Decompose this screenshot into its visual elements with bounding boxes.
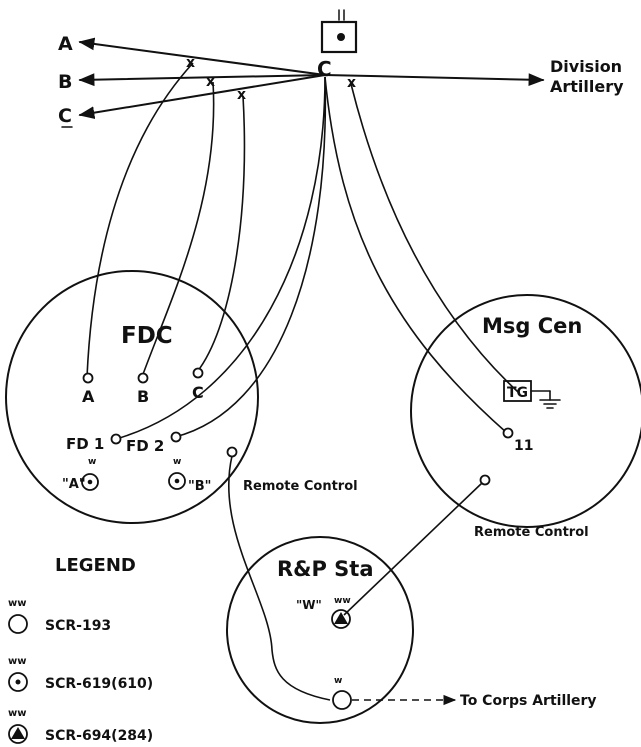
- remote-control-line-msgcen: [343, 482, 483, 616]
- svg-text:ww: ww: [8, 708, 26, 719]
- svg-text:ww: ww: [8, 598, 26, 609]
- remote-control-line-fdc: [227, 455, 331, 701]
- svg-text:x: x: [186, 55, 195, 71]
- rp-circle: [226, 536, 414, 724]
- radio-a-label: "A": [62, 477, 86, 492]
- svg-text:TG: TG: [507, 385, 528, 401]
- jack-c-label: C: [192, 383, 204, 402]
- jack-a: [82, 372, 94, 384]
- radio-a-icon: w: [81, 457, 99, 491]
- triangle-circle-antenna-icon: ww: [8, 708, 28, 744]
- radio-w-label: "W": [296, 598, 322, 612]
- circle-antenna-icon: ww: [8, 598, 28, 634]
- trunk-label-c: C: [58, 105, 72, 127]
- jack-fd2: [170, 431, 182, 443]
- fd2-label: FD 2: [126, 437, 164, 455]
- trunk-label-b: B: [58, 71, 72, 93]
- remote-control-jack-msgcen: [479, 474, 491, 486]
- jack-11: [502, 427, 514, 439]
- svg-text:x: x: [206, 74, 215, 90]
- jack-fd1: [110, 433, 122, 445]
- svg-text:w: w: [173, 457, 181, 467]
- remote-control-label-fdc: Remote Control: [243, 479, 358, 494]
- fdc-title: FDC: [121, 323, 173, 349]
- svg-text:w: w: [334, 676, 342, 686]
- jack-b-label: B: [137, 387, 149, 406]
- legend-item-1-label: SCR-193: [45, 618, 111, 634]
- division-artillery-line1: Division: [550, 57, 622, 76]
- switchboard-symbol: [320, 9, 358, 54]
- svg-text:w: w: [88, 457, 96, 467]
- svg-text:x: x: [347, 75, 356, 91]
- division-artillery-line2: Artillery: [550, 77, 624, 96]
- radio-w-triangle-icon: ww: [331, 596, 351, 629]
- fdc-circle: [5, 270, 259, 524]
- to-corps-label: To Corps Artillery: [460, 693, 597, 709]
- jack-11-label: 11: [514, 438, 533, 454]
- cable-lines: [86, 62, 519, 440]
- trunk-lines: [78, 37, 545, 119]
- legend-item-2-label: SCR-619(610): [45, 676, 153, 692]
- dotted-circle-antenna-icon: ww: [8, 656, 28, 692]
- ground-icon: [530, 390, 561, 409]
- remote-control-label-msgcen: Remote Control: [474, 525, 589, 540]
- tg-box: TG: [503, 380, 532, 402]
- jack-b: [137, 372, 149, 384]
- radio-b-icon: w: [168, 457, 186, 490]
- crossing-marks: x x x x: [186, 55, 356, 103]
- legend-title: LEGEND: [55, 555, 136, 576]
- svg-text:ww: ww: [8, 656, 26, 667]
- svg-text:x: x: [237, 87, 246, 103]
- msgcen-circle: [410, 294, 641, 528]
- jack-a-label: A: [82, 387, 95, 406]
- jack-c: [192, 367, 204, 379]
- svg-text:ww: ww: [334, 596, 351, 606]
- radio-b-label: "B": [188, 479, 211, 494]
- radio-corps-icon: w: [332, 676, 352, 710]
- fd1-label: FD 1: [66, 435, 104, 453]
- msgcen-title: Msg Cen: [482, 314, 582, 338]
- trunk-label-a: A: [58, 33, 73, 55]
- remote-control-jack-fdc: [226, 446, 238, 458]
- legend-item-3-label: SCR-694(284): [45, 728, 153, 744]
- rp-title: R&P Sta: [277, 557, 374, 581]
